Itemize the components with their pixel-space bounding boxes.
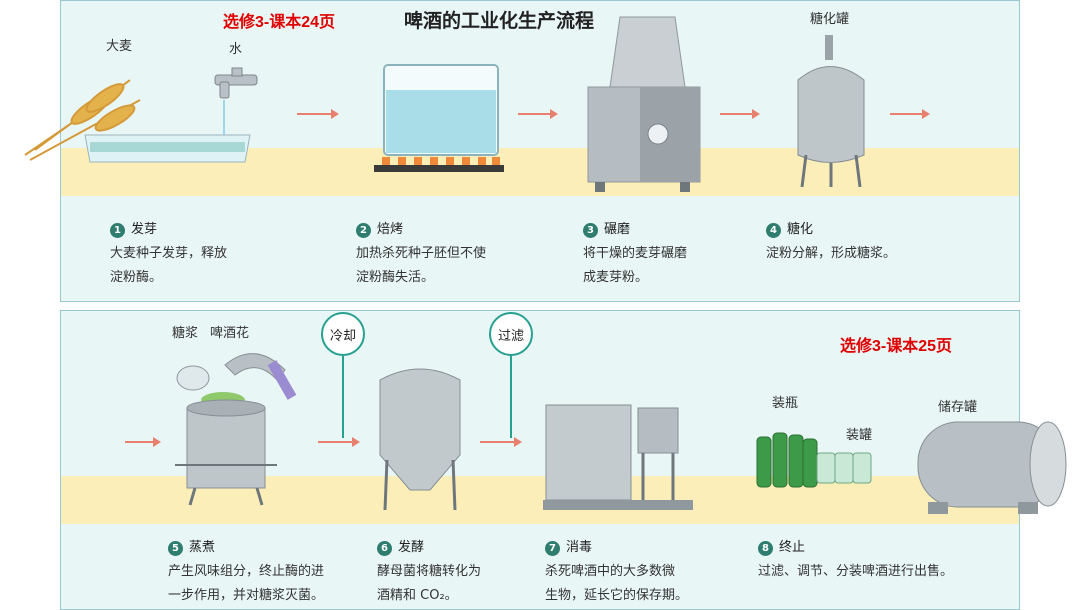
storage-tank-illustration [917, 421, 1067, 514]
step-name: 发酵 [398, 540, 425, 555]
arrow-6-7 [480, 437, 522, 447]
step-name: 蒸煮 [189, 540, 216, 555]
step-name: 焙烤 [377, 222, 404, 237]
step-number: 1 [110, 222, 125, 238]
hops-label: 啤酒花 [210, 326, 250, 341]
saccharification-tank-illustration [797, 35, 865, 188]
mill-illustration [587, 16, 701, 192]
ref-top-label: 选修3-课本24页 [223, 14, 336, 31]
roasting-illustration [374, 64, 504, 172]
water-label: 水 [229, 42, 243, 57]
step-name: 终止 [779, 540, 806, 555]
barley-label: 大麦 [106, 39, 133, 54]
arrow-1-2 [297, 109, 339, 119]
boiling-kettle-illustration [175, 353, 297, 506]
step-number: 4 [766, 222, 781, 238]
step-number: 7 [545, 540, 560, 556]
step-number: 3 [583, 222, 598, 238]
cooling-line [342, 356, 344, 438]
filter-line [510, 356, 512, 438]
step-desc-line: 生物，延长它的保存期。 [545, 588, 689, 603]
step-number: 2 [356, 222, 371, 238]
saccharification-tank-label: 糖化罐 [810, 12, 850, 27]
step-1: 1 发芽 大麦种子发芽，释放 淀粉酶。 [110, 218, 227, 290]
filter-label: 过滤 [497, 328, 524, 344]
storage-tank-label: 储存罐 [938, 400, 978, 415]
cooling-label: 冷却 [329, 328, 356, 344]
step-desc-line: 淀粉分解，形成糖浆。 [766, 246, 897, 261]
step-name: 糖化 [787, 222, 814, 237]
pasteurizer-illustration [543, 404, 693, 510]
step-desc-line: 酒精和 CO₂。 [377, 588, 458, 603]
step-8: 8 终止 过滤、调节、分装啤酒进行出售。 [758, 536, 953, 584]
step-name: 发芽 [131, 222, 158, 237]
filter-node: 过滤 [489, 312, 533, 356]
step-name: 消毒 [566, 540, 593, 555]
step-desc-line: 杀死啤酒中的大多数微 [545, 564, 676, 579]
arrow-2-3 [518, 109, 558, 119]
step-desc-line: 大麦种子发芽，释放 [110, 246, 228, 261]
canning-label: 装罐 [846, 428, 873, 443]
step-3: 3 碾磨 将干燥的麦芽碾磨 成麦芽粉。 [583, 218, 687, 290]
arrow-5-6 [318, 437, 360, 447]
bottles-cans-illustration [756, 432, 872, 488]
step-desc-line: 将干燥的麦芽碾磨 [583, 246, 688, 261]
ref-bottom-label: 选修3-课本25页 [840, 338, 953, 355]
step-desc-line: 淀粉酶失活。 [356, 270, 435, 285]
step-desc-line: 产生风味组分，终止酶的进 [168, 564, 325, 579]
step-6: 6 发酵 酵母菌将糖转化为 酒精和 CO₂。 [377, 536, 481, 608]
step-desc-line: 酵母菌将糖转化为 [377, 564, 482, 579]
cooling-node: 冷却 [321, 312, 365, 356]
bottling-label: 装瓶 [772, 396, 799, 411]
arrow-4-out [890, 109, 930, 119]
step-5: 5 蒸煮 产生风味组分，终止酶的进 一步作用，并对糖浆灭菌。 [168, 536, 324, 608]
step-desc-line: 一步作用，并对糖浆灭菌。 [168, 588, 325, 603]
step-number: 6 [377, 540, 392, 556]
diagram-title: 啤酒的工业化生产流程 [404, 10, 595, 32]
step-desc-line: 加热杀死种子胚但不使 [356, 246, 487, 261]
germination-illustration [24, 67, 258, 163]
arrow-3-4 [720, 109, 760, 119]
step-7: 7 消毒 杀死啤酒中的大多数微 生物，延长它的保存期。 [545, 536, 688, 608]
step-4: 4 糖化 淀粉分解，形成糖浆。 [766, 218, 896, 266]
step-number: 8 [758, 540, 773, 556]
step-desc-line: 过滤、调节、分装啤酒进行出售。 [758, 564, 954, 579]
step-desc-line: 淀粉酶。 [110, 270, 163, 285]
step-number: 5 [168, 540, 183, 556]
syrup-label: 糖浆 [172, 326, 199, 341]
step-2: 2 焙烤 加热杀死种子胚但不使 淀粉酶失活。 [356, 218, 486, 290]
step-desc-line: 成麦芽粉。 [583, 270, 649, 285]
step-name: 碾磨 [604, 222, 631, 237]
arrow-in-5 [125, 437, 161, 447]
fermenter-illustration [379, 368, 461, 511]
